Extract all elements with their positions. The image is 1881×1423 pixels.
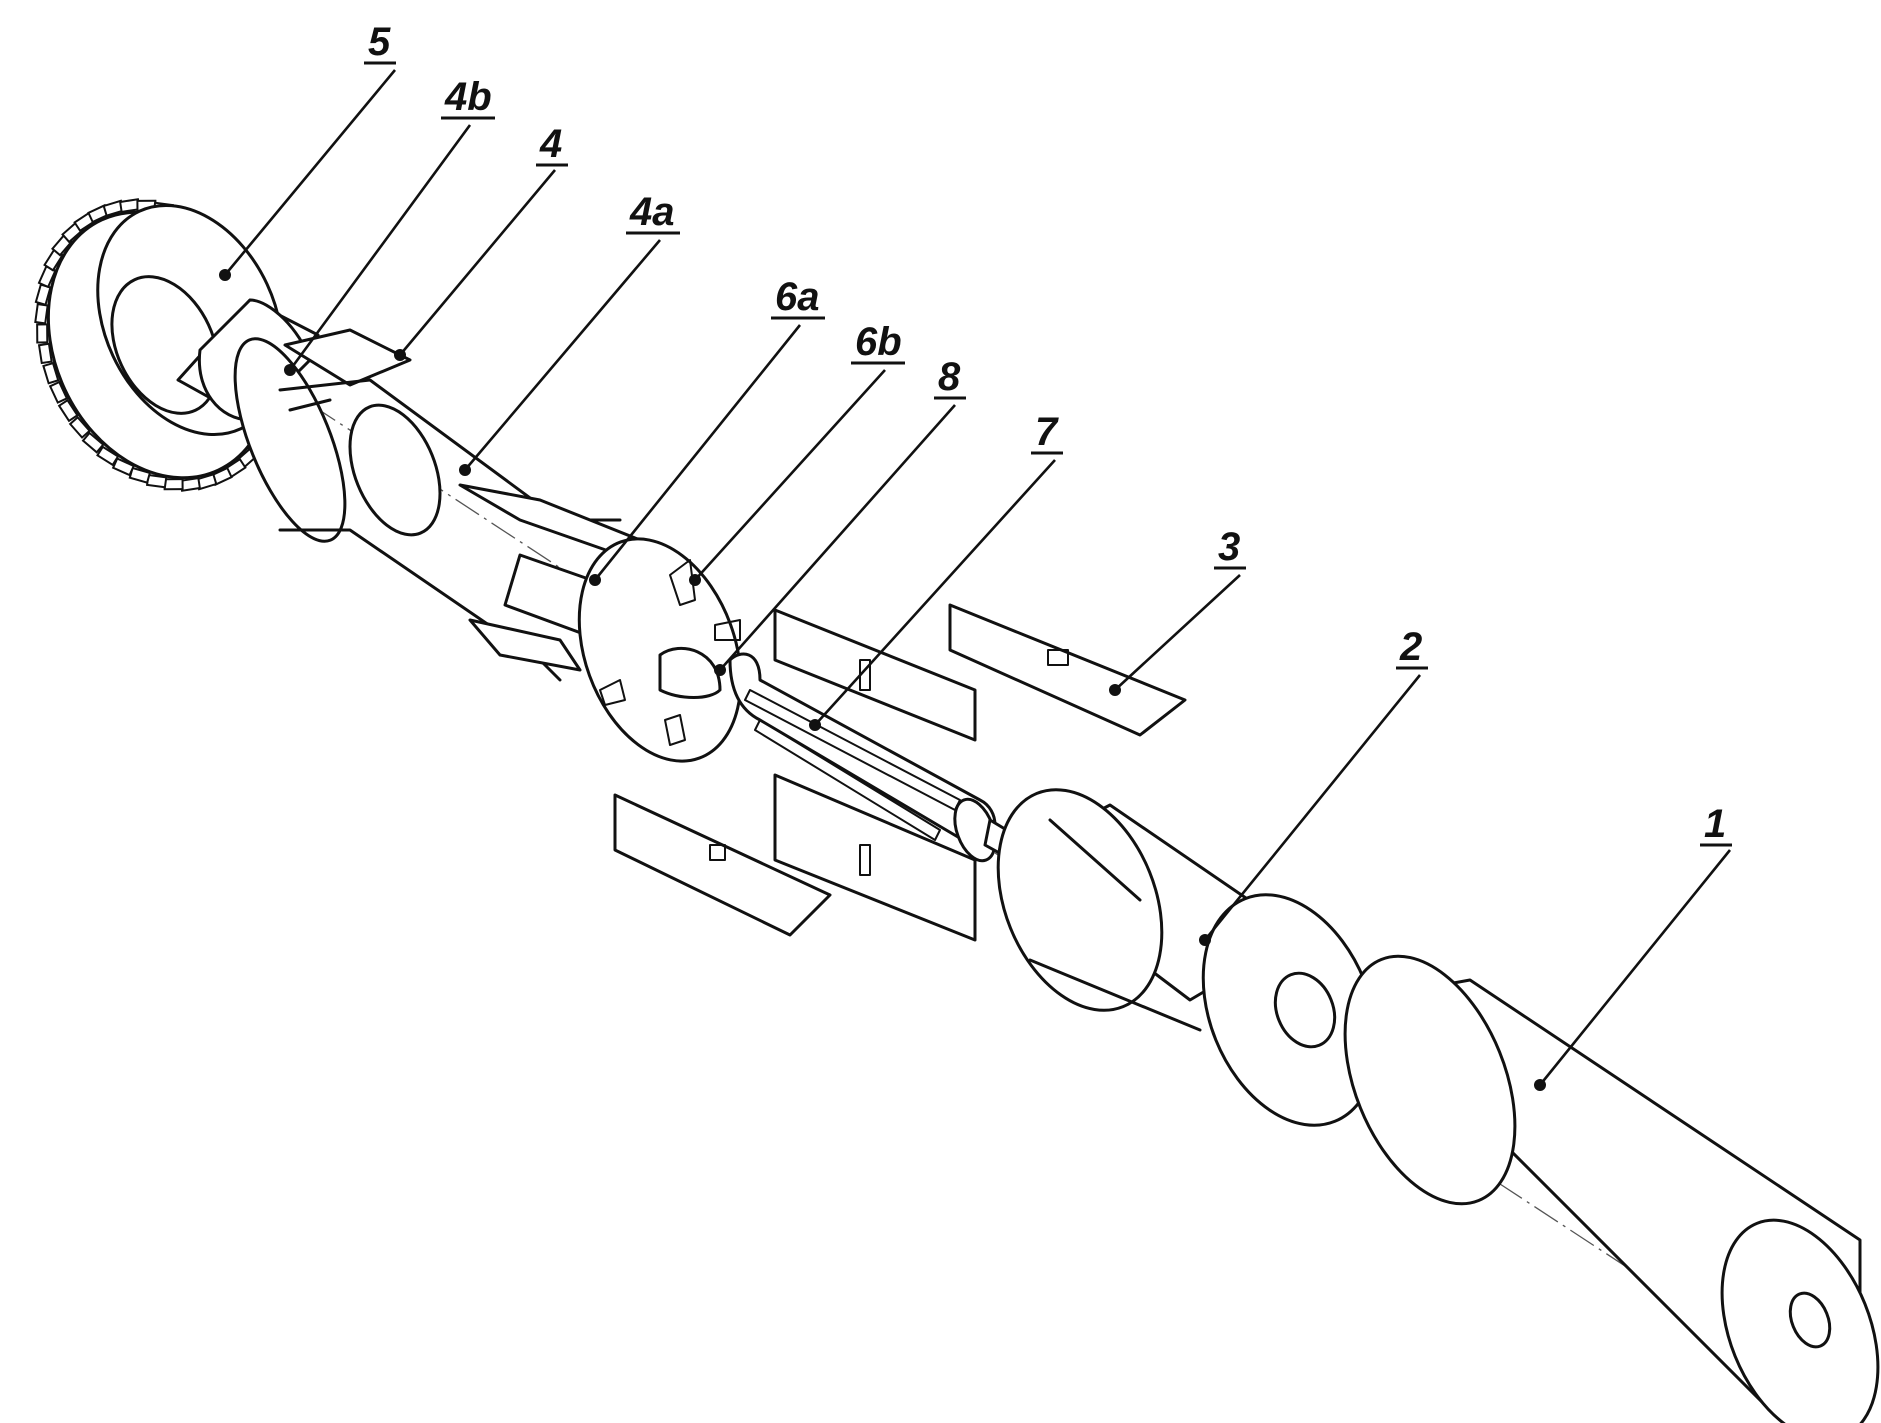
leader-dot-part-6b: [689, 574, 701, 586]
leader-line-part-4a: [464, 239, 661, 471]
leader-line-part-4: [399, 169, 556, 356]
leader-dot-part-8: [714, 664, 726, 676]
leader-dot-part-3: [1109, 684, 1121, 696]
flat-key-part-3: [948, 603, 1187, 737]
label-part-3: 3: [1218, 525, 1240, 569]
leader-line-part-8: [719, 404, 956, 671]
label-part-5: 5: [368, 20, 391, 64]
leader-dot-part-2: [1199, 934, 1211, 946]
leader-line-part-6b: [694, 369, 886, 581]
leader-dot-part-5: [219, 269, 231, 281]
outer-cylinder-part-1: [1343, 954, 1880, 1423]
gear-tooth: [68, 415, 91, 439]
leader-dot-part-4: [394, 349, 406, 361]
leader-dot-part-4a: [459, 464, 471, 476]
gear-tooth: [145, 473, 168, 489]
collet-part-2: [996, 788, 1379, 1127]
gear-tooth: [36, 323, 49, 344]
gear-tooth: [81, 431, 105, 454]
gear-tooth: [57, 398, 79, 423]
label-part-6a: 6a: [775, 275, 820, 319]
label-part-6b: 6b: [855, 320, 902, 364]
leader-line-part-3: [1114, 574, 1241, 691]
leader-line-part-6a: [593, 324, 802, 581]
label-part-8: 8: [938, 355, 961, 399]
label-part-4b: 4b: [444, 75, 492, 119]
label-part-1: 1: [1704, 802, 1726, 846]
leader-line-part-7: [814, 459, 1056, 726]
gear-tooth: [34, 303, 49, 325]
leader-dot-part-4b: [284, 364, 296, 376]
gear-tooth: [37, 342, 53, 365]
wedge-blocks: [613, 608, 977, 942]
gear-tooth: [111, 457, 135, 477]
gear-tooth: [163, 478, 184, 491]
leader-line-part-2: [1203, 674, 1422, 941]
leader-dot-part-1: [1534, 1079, 1546, 1091]
label-part-7: 7: [1035, 410, 1059, 454]
gear-tooth: [42, 361, 60, 385]
label-part-4a: 4a: [629, 190, 675, 234]
leader-line-part-1: [1538, 849, 1732, 1086]
leader-dot-part-7: [809, 719, 821, 731]
leader-dot-part-6a: [589, 574, 601, 586]
leader-line-part-4b: [288, 124, 472, 371]
gear-tooth: [96, 445, 120, 467]
cage-part-4: [233, 328, 642, 682]
slotted-disc-part-6: [577, 537, 743, 763]
leader-line-part-5: [223, 69, 397, 276]
callouts: 1 2 3 4 4a 4b 5 6a 6b 7 8: [219, 20, 1732, 1091]
slotted-core-part-7-8: [728, 652, 1042, 872]
gear-tooth: [48, 380, 69, 404]
label-part-4: 4: [539, 122, 562, 166]
label-part-2: 2: [1399, 625, 1422, 669]
